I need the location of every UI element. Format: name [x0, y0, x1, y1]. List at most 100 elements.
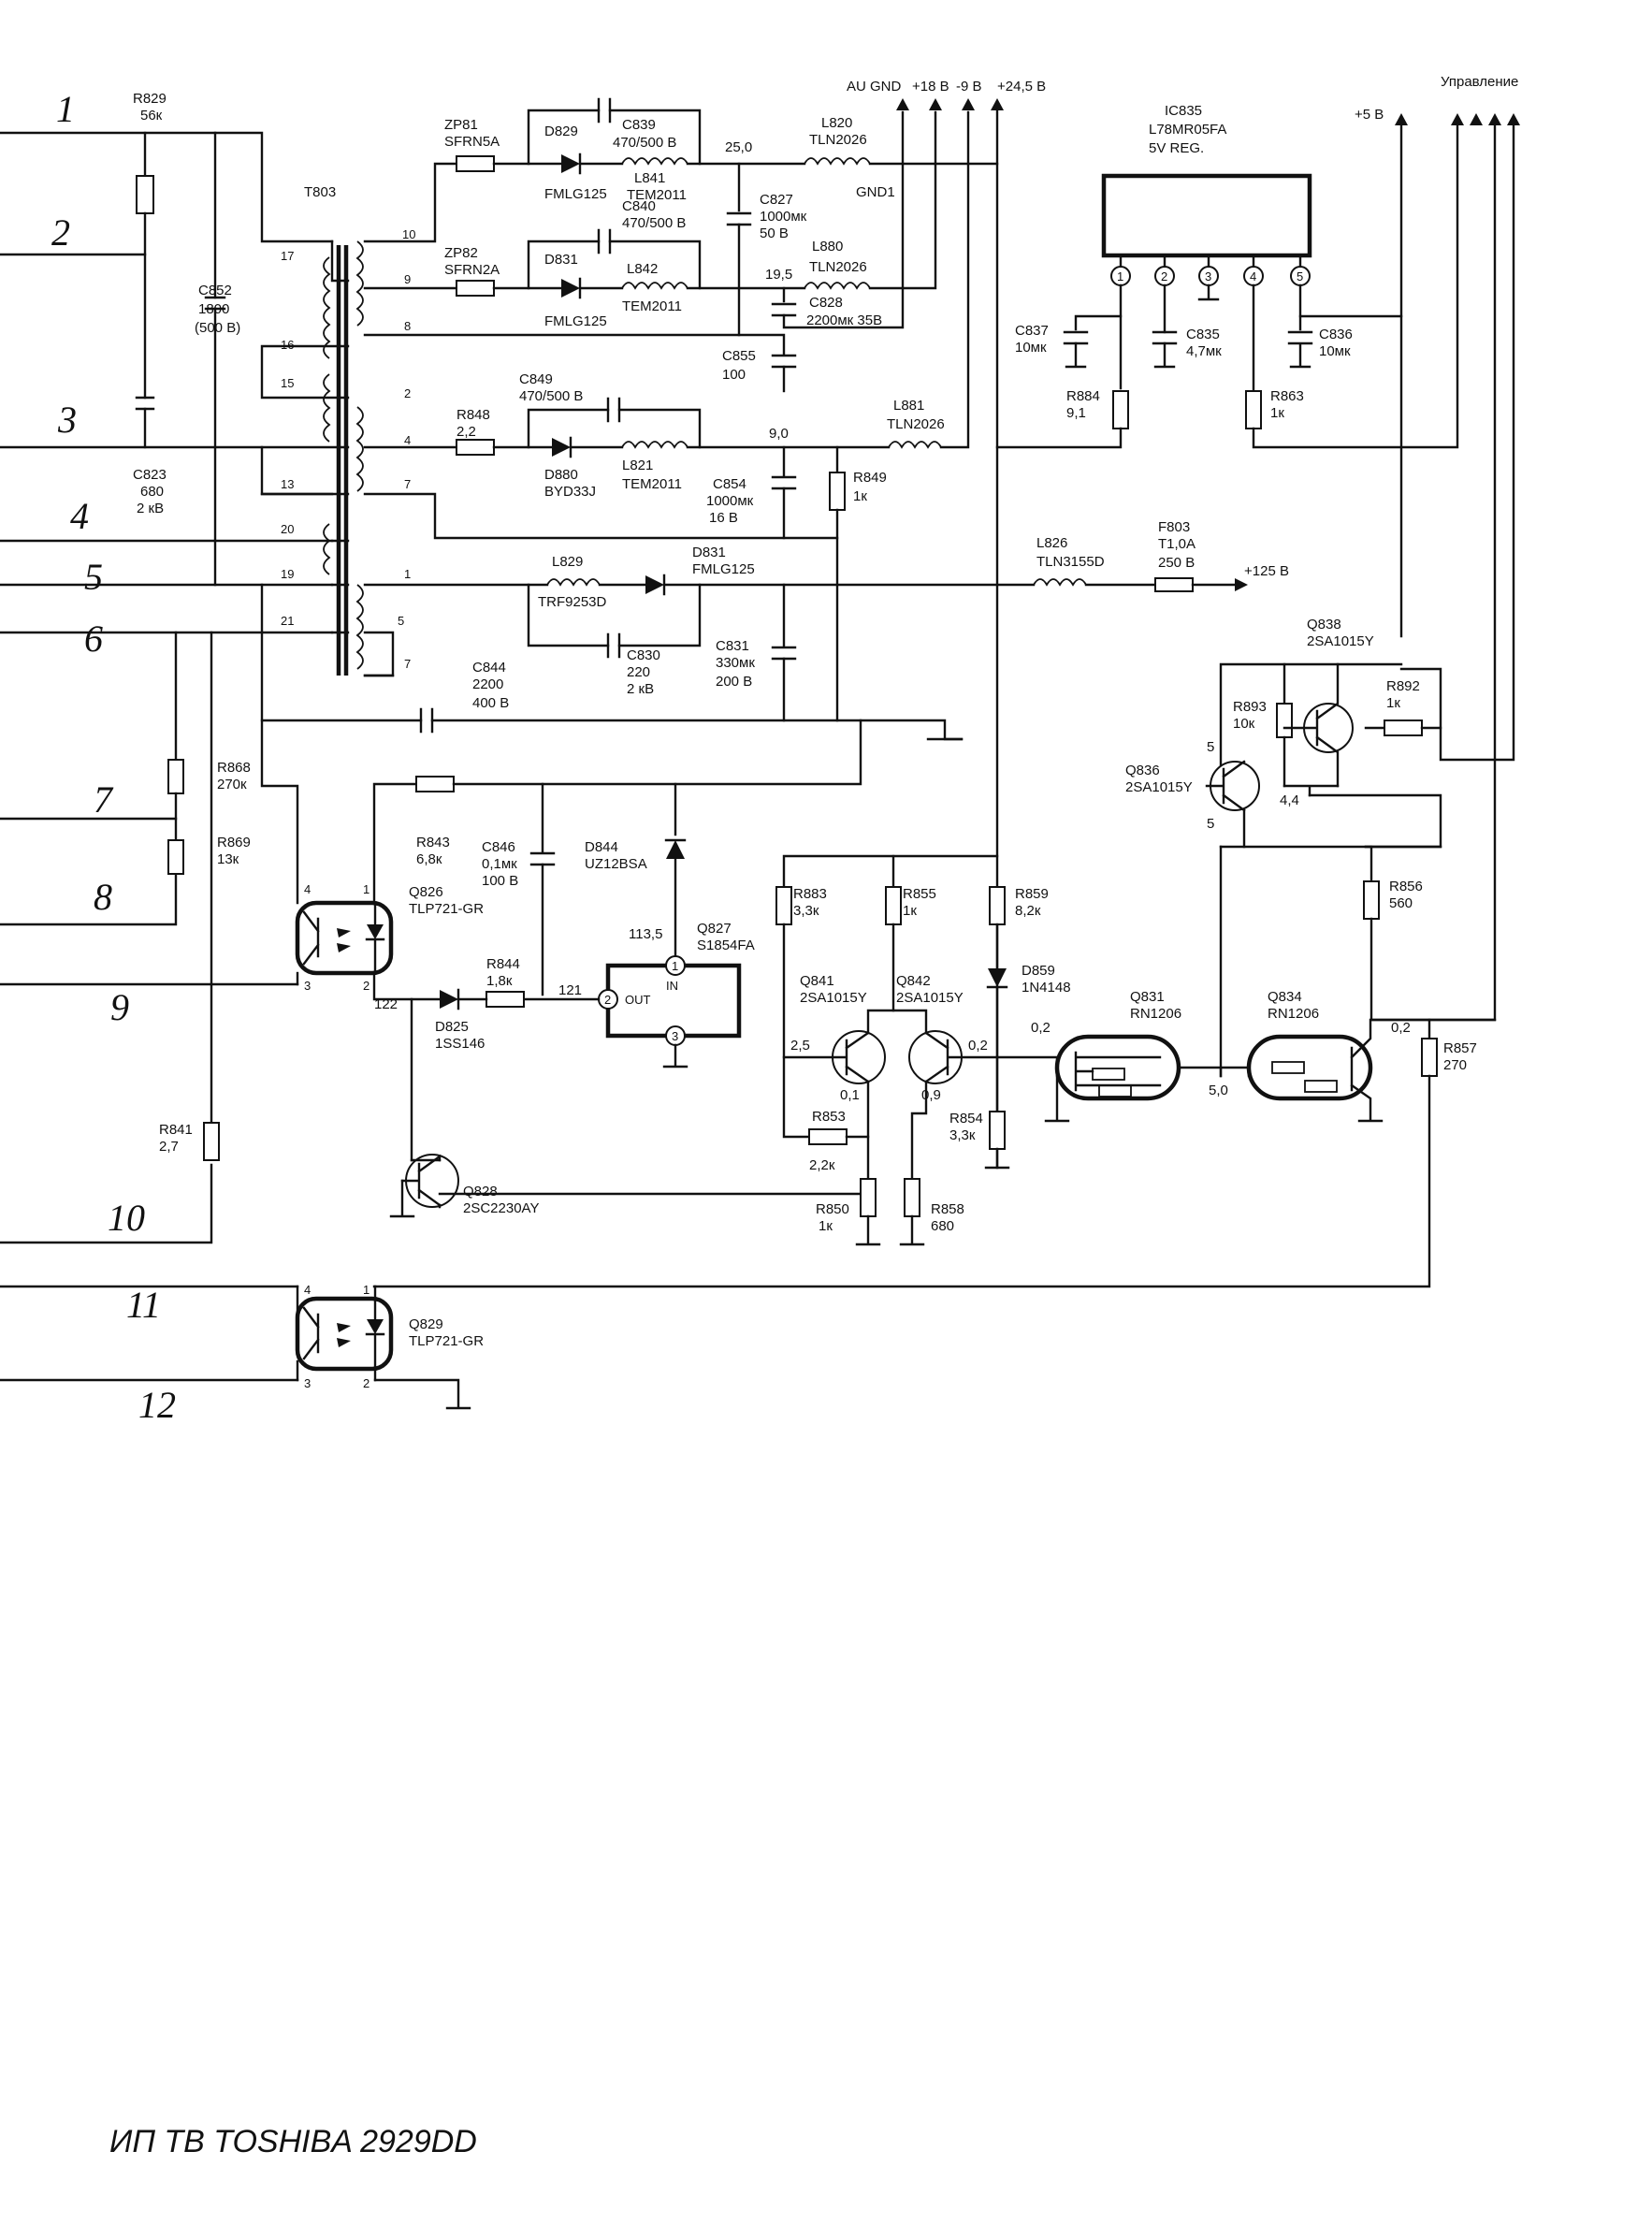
- r859-ref: R859: [1015, 886, 1049, 902]
- r863-ref: R863: [1270, 388, 1304, 404]
- zp82-value: SFRN2A: [444, 262, 500, 278]
- r869-value: 13к: [217, 851, 239, 867]
- capacitor-c854-plates: [771, 475, 797, 490]
- q826-led: [367, 924, 384, 939]
- c831-value2: 200 В: [716, 674, 752, 690]
- connector-5: 5: [84, 556, 103, 598]
- c837-ref: C837: [1015, 323, 1049, 339]
- resistor-r853: [808, 1128, 848, 1145]
- c846-value2: 100 В: [482, 873, 518, 889]
- resistor-r843: [415, 776, 455, 792]
- f803-value2: 250 В: [1158, 555, 1195, 571]
- r868-value: 270к: [217, 777, 247, 792]
- q829-pin-4: 4: [304, 1283, 311, 1297]
- voltage-122: 122: [374, 996, 398, 1012]
- resistor-r859: [989, 886, 1006, 925]
- r883-value: 3,3к: [793, 903, 819, 919]
- c823-ref: C823: [133, 467, 167, 483]
- resistor-r892: [1384, 720, 1423, 736]
- capacitor-c846-plates: [529, 851, 556, 866]
- q827-pin-1: 1: [672, 959, 678, 973]
- diode-d831a: [561, 279, 580, 298]
- ic835-body: [1101, 173, 1312, 258]
- connector-7: 7: [94, 778, 114, 821]
- c836-value: 10мк: [1319, 343, 1351, 359]
- r844-value: 1,8к: [486, 973, 513, 989]
- q841-value: 2SA1015Y: [800, 990, 867, 1006]
- feedback-stage: 1 2 3 OUT IN Q826 TLP721-GR 4 1 3 2 R843…: [295, 719, 877, 1218]
- d880-ref: D880: [544, 467, 578, 483]
- resistor-r883: [775, 886, 792, 925]
- r857-ref: R857: [1443, 1040, 1477, 1056]
- r856-value: 560: [1389, 895, 1413, 911]
- c840-value: 470/500 В: [622, 215, 686, 231]
- t803-pin-7b: 7: [404, 657, 411, 671]
- r853-ref: R853: [812, 1109, 846, 1125]
- connector-1: 1: [56, 88, 75, 130]
- r893-value: 10к: [1233, 716, 1255, 732]
- diode-d829: [561, 154, 580, 173]
- connector-9: 9: [110, 986, 129, 1028]
- q827-out: OUT: [625, 993, 651, 1007]
- r869-ref: R869: [217, 835, 251, 850]
- r853-value: 2,2к: [809, 1157, 835, 1173]
- zp81-ref: ZP81: [444, 117, 478, 133]
- t803-pin-19: 19: [281, 567, 294, 581]
- l826-ref: L826: [1036, 535, 1067, 551]
- q842-value: 2SA1015Y: [896, 990, 964, 1006]
- l820-ref: L820: [821, 115, 852, 131]
- l821-ref: L821: [622, 458, 653, 473]
- q829-pin-2: 2: [363, 1376, 370, 1390]
- r868-ref: R868: [217, 760, 251, 776]
- c830-value: 220: [627, 664, 650, 680]
- l821-value: TEM2011: [622, 476, 682, 492]
- q829-pin-3: 3: [304, 1376, 311, 1390]
- inductor-l829: [546, 578, 601, 587]
- q831-ref: Q831: [1130, 989, 1165, 1005]
- t803-pin-2: 2: [404, 386, 411, 400]
- capacitor-c823-plates: [135, 396, 155, 411]
- q834-value: RN1206: [1268, 1006, 1319, 1022]
- voltage-2-5: 2,5: [790, 1038, 810, 1054]
- c830-ref: C830: [627, 647, 660, 663]
- l880-ref: L880: [812, 239, 843, 254]
- r841-ref: R841: [159, 1122, 193, 1138]
- connector-10: 10: [108, 1197, 145, 1239]
- q827-pin-3: 3: [672, 1029, 678, 1043]
- r850-value: 1к: [819, 1218, 833, 1234]
- t803-pin-8: 8: [404, 319, 411, 333]
- capacitor-c840-plates: [597, 228, 612, 254]
- primary-side: R829 56к C823 680 2 кВ C852 1800 (500 В)…: [133, 91, 350, 1382]
- rail-125v: +125 В: [1244, 563, 1289, 579]
- connector-12: 12: [138, 1384, 176, 1426]
- connector-lines: [0, 131, 334, 1382]
- d880-value: BYD33J: [544, 484, 596, 500]
- t803-pin-5: 5: [398, 614, 404, 628]
- optocoupler-q829: [295, 1296, 394, 1372]
- gnd1-label: GND1: [856, 184, 895, 200]
- t803-pin-17: 17: [281, 249, 294, 263]
- q826-pin-1: 1: [363, 882, 370, 896]
- capacitor-c827-plates: [726, 211, 752, 226]
- r858-value: 680: [931, 1218, 954, 1234]
- top-rails: AU GND +18 В -9 В +24,5 В +5 В Управлени…: [847, 74, 1520, 1170]
- r854-value: 3,3к: [949, 1127, 976, 1143]
- resistor-r844: [485, 991, 525, 1008]
- r848-value: 2,2: [456, 424, 476, 440]
- l841-value: TEM2011: [627, 187, 687, 203]
- r883-ref: R883: [793, 886, 827, 902]
- inductor-l826: [1033, 578, 1087, 587]
- r841-value: 2,7: [159, 1139, 179, 1155]
- c839-ref: C839: [622, 117, 656, 133]
- q829-led: [367, 1319, 384, 1334]
- rail-24v5: +24,5 В: [997, 79, 1046, 94]
- c837-value: 10мк: [1015, 340, 1047, 356]
- c852-value: 1800: [198, 301, 229, 317]
- secondary-24v: ZP81 SFRN5A D829 FMLG125 C839 470/500 В …: [363, 97, 999, 393]
- t803-pin-15: 15: [281, 376, 294, 390]
- r849-value: 1к: [853, 488, 867, 504]
- rail-minus9: -9 В: [956, 79, 982, 94]
- d844-value: UZ12BSA: [585, 856, 647, 872]
- ic835-pin-2: 2: [1161, 269, 1167, 283]
